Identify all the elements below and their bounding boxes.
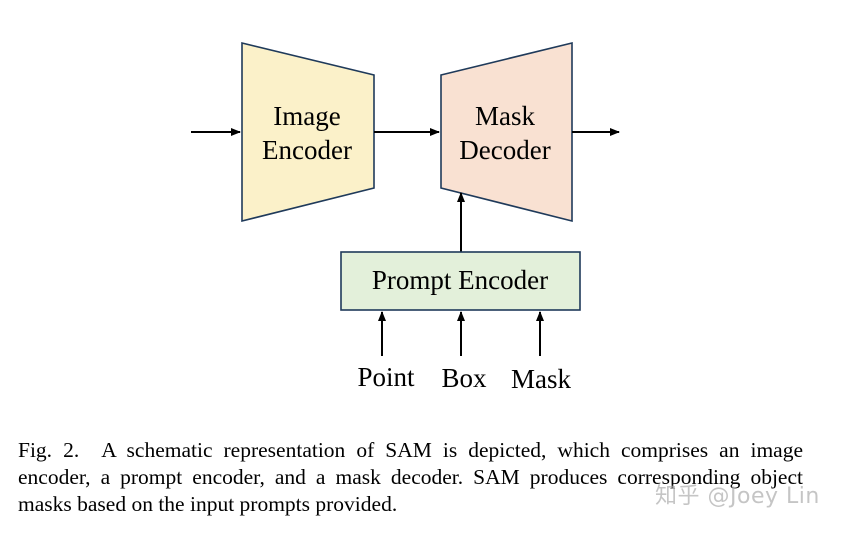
image-encoder-label-line2: Encoder: [262, 135, 352, 165]
point-input-label: Point: [357, 362, 415, 392]
mask-decoder-label-line1: Mask: [475, 101, 535, 131]
sam-architecture-diagram: Image Encoder Mask Decoder Prompt Encode…: [191, 41, 620, 394]
box-input-label: Box: [441, 363, 487, 393]
mask-input-label: Mask: [511, 364, 571, 394]
mask-decoder-block: [440, 41, 573, 223]
image-encoder-block: [241, 41, 375, 223]
figure-caption: Fig. 2.A schematic representation of SAM…: [18, 437, 803, 518]
caption-text: A schematic representation of SAM is dep…: [18, 438, 804, 516]
image-encoder-label-line1: Image: [273, 101, 340, 131]
figure-label: Fig. 2.: [18, 438, 80, 462]
prompt-encoder-label: Prompt Encoder: [372, 265, 548, 295]
mask-decoder-label-line2: Decoder: [459, 135, 550, 165]
watermark-text: 知乎 @Joey Lin: [655, 484, 820, 509]
prompt-encoder-block: [340, 251, 581, 311]
